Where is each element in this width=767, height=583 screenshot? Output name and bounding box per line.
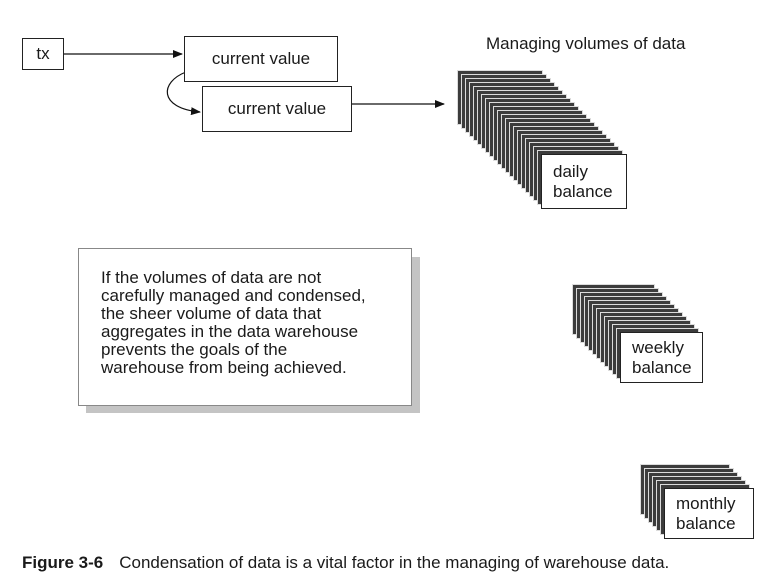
- current-value-curved-arrow: [166, 71, 201, 116]
- note-line: prevents the goals of the: [101, 340, 288, 359]
- tx-label: tx: [36, 44, 50, 63]
- tx-box: tx: [22, 38, 64, 70]
- weekly-card-line-1: weekly: [632, 337, 684, 357]
- current-value-box-1: current value: [184, 36, 338, 82]
- note-line: aggregates in the data warehouse: [101, 322, 359, 341]
- daily-card-line-2: balance: [553, 181, 613, 201]
- note-line: warehouse from being achieved.: [101, 358, 347, 377]
- current-value-label-2: current value: [227, 99, 327, 118]
- monthly-card-line-2: balance: [676, 513, 736, 533]
- weekly-card-line-2: balance: [632, 357, 692, 377]
- monthly-card-line-1: monthly: [676, 493, 736, 513]
- stacks-title: Managing volumes of data: [486, 34, 686, 53]
- daily-card-line-1: daily: [553, 161, 588, 181]
- note-line: carefully managed and condensed,: [101, 286, 366, 305]
- note-box: If the volumes of data are not carefully…: [78, 248, 412, 406]
- current-value-label-1: current value: [211, 49, 311, 68]
- figure-caption: Figure 3-6 Condensation of data is a vita…: [22, 553, 669, 573]
- figure-caption-label: Figure 3-6: [22, 553, 104, 572]
- note-line: If the volumes of data are not: [101, 268, 322, 287]
- note-line: the sheer volume of data that: [101, 304, 322, 323]
- figure-caption-text: Condensation of data is a vital factor i…: [119, 553, 670, 572]
- current-value-box-2: current value: [202, 86, 352, 132]
